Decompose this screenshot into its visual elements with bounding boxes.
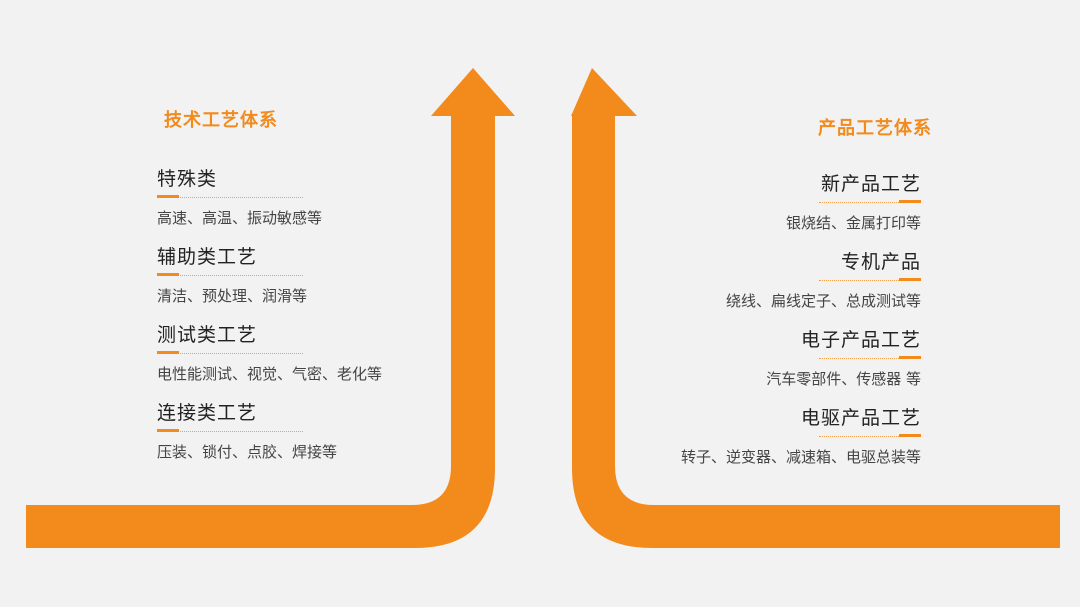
item-divider: [157, 273, 303, 276]
item-title: 连接类工艺: [157, 402, 258, 424]
divider-accent: [899, 356, 921, 359]
divider-accent: [157, 429, 179, 432]
left-item: 特殊类 高速、高温、振动敏感等: [157, 167, 322, 228]
item-desc: 转子、逆变器、减速箱、电驱总装等: [680, 448, 921, 466]
item-title: 辅助类工艺: [157, 246, 258, 268]
divider-accent: [157, 195, 179, 198]
item-divider: [819, 434, 921, 437]
right-item: 电驱产品工艺 转子、逆变器、减速箱、电驱总装等: [681, 406, 921, 467]
left-item: 辅助类工艺 清洁、预处理、润滑等: [157, 245, 307, 306]
right-item: 新产品工艺 银烧结、金属打印等: [786, 172, 921, 233]
item-divider: [157, 195, 303, 198]
left-heading: 技术工艺体系: [164, 110, 278, 131]
divider-accent: [157, 273, 179, 276]
item-title: 专机产品: [840, 251, 921, 273]
right-item: 专机产品 绕线、扁线定子、总成测试等: [726, 250, 921, 311]
divider-accent: [899, 434, 921, 437]
right-heading: 产品工艺体系: [818, 118, 932, 139]
item-desc: 汽车零部件、传感器 等: [766, 370, 921, 388]
item-divider: [819, 200, 921, 203]
item-desc: 清洁、预处理、润滑等: [157, 287, 308, 305]
item-desc: 绕线、扁线定子、总成测试等: [725, 292, 921, 310]
right-up-arrow: [571, 68, 1060, 548]
item-title: 特殊类: [157, 168, 218, 190]
item-divider: [819, 278, 921, 281]
divider-accent: [157, 351, 179, 354]
item-title: 电子产品工艺: [800, 329, 921, 351]
left-item: 测试类工艺 电性能测试、视觉、气密、老化等: [157, 323, 382, 384]
left-up-arrow: [26, 68, 515, 548]
item-divider: [819, 356, 921, 359]
divider-accent: [899, 278, 921, 281]
item-title: 电驱产品工艺: [800, 407, 921, 429]
item-desc: 电性能测试、视觉、气密、老化等: [157, 365, 383, 383]
item-divider: [157, 351, 303, 354]
item-desc: 压装、锁付、点胶、焊接等: [157, 443, 338, 461]
item-title: 测试类工艺: [157, 324, 258, 346]
item-desc: 银烧结、金属打印等: [785, 214, 921, 232]
item-divider: [157, 429, 303, 432]
left-item: 连接类工艺 压装、锁付、点胶、焊接等: [157, 401, 337, 462]
divider-accent: [899, 200, 921, 203]
right-item: 电子产品工艺 汽车零部件、传感器 等: [766, 328, 921, 389]
item-desc: 高速、高温、振动敏感等: [157, 209, 323, 227]
item-title: 新产品工艺: [820, 173, 921, 195]
